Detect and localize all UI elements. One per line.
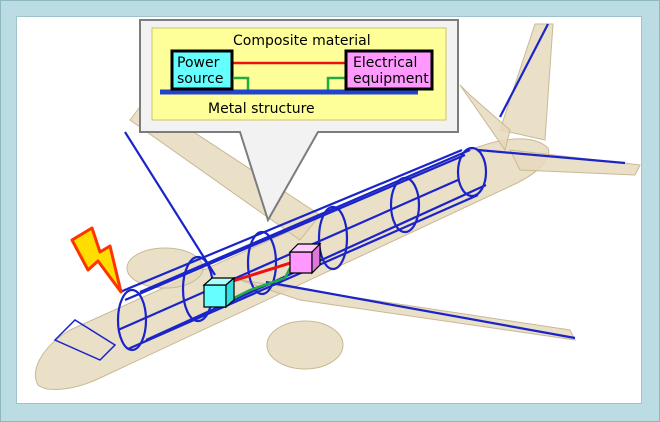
composite-material-label: Composite material: [233, 33, 371, 49]
electrical-equipment-cube: [288, 242, 322, 275]
power-source-label-1: Power: [177, 55, 220, 71]
power-source-label-2: source: [177, 71, 224, 87]
power-source-cube: [202, 276, 236, 309]
lightning-bolt-icon: [70, 226, 123, 294]
equipment-label-1: Electrical: [353, 55, 417, 71]
equipment-label-2: equipment: [353, 71, 429, 87]
inset-wire-green: [234, 76, 350, 90]
equipment-box: [344, 49, 434, 91]
wire-green: [229, 267, 292, 302]
power-source-box: [170, 49, 234, 91]
metal-structure-label: Metal structure: [208, 101, 315, 117]
cockpit-window: [53, 319, 117, 361]
